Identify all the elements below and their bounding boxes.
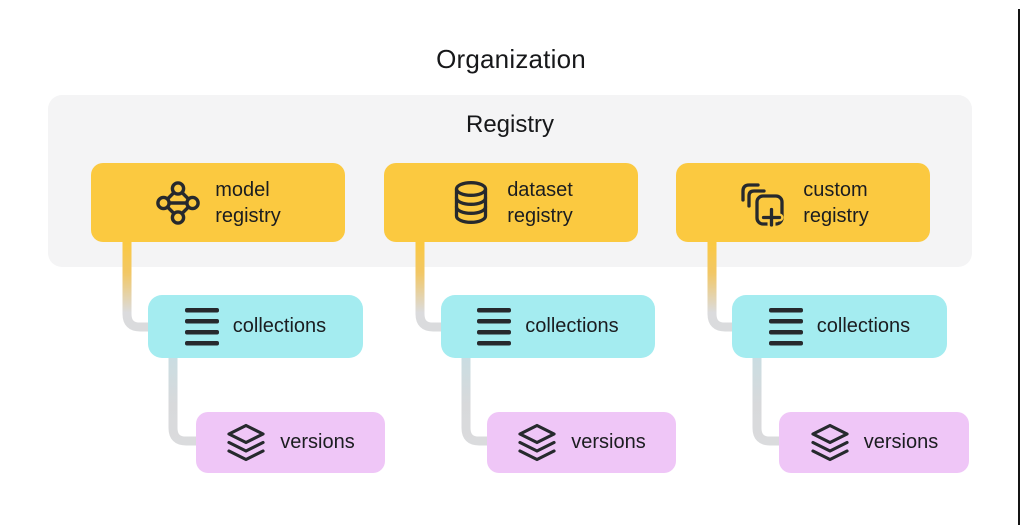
collections-icon: [184, 307, 219, 345]
custom-versions-box: versions: [779, 412, 969, 473]
model-registry-label: model registry: [215, 177, 281, 229]
custom-registry-box: custom registry: [676, 163, 930, 242]
collections-icon: [768, 307, 803, 345]
page-title: Organization: [436, 44, 586, 74]
model-registry-icon: [156, 180, 201, 225]
model-collections-box: collections: [148, 295, 363, 358]
model-versions-box: versions: [196, 412, 385, 473]
screen-edge-line: [1018, 9, 1020, 525]
custom-collections-box: collections: [732, 295, 947, 358]
custom-registry-icon: [741, 182, 784, 227]
dataset-versions-label: versions: [571, 431, 646, 453]
dataset-registry-label-line1: dataset: [507, 178, 573, 201]
model-registry-box: model registry: [91, 163, 345, 242]
registry-group-label: Registry: [465, 111, 555, 138]
dataset-collections-box: collections: [441, 295, 655, 358]
dataset-registry-label: dataset registry: [507, 177, 573, 229]
versions-icon: [811, 423, 849, 461]
custom-registry-label-line2: registry: [803, 204, 869, 227]
custom-collections-label: collections: [816, 315, 911, 337]
dataset-registry-icon: [455, 180, 488, 224]
model-registry-label-line2: registry: [215, 204, 281, 227]
versions-icon: [518, 423, 556, 461]
versions-icon: [227, 423, 265, 461]
model-collections-label: collections: [232, 315, 327, 337]
collections-icon: [477, 307, 512, 345]
custom-versions-label: versions: [863, 431, 939, 453]
dataset-collections-label: collections: [525, 315, 619, 337]
dataset-versions-box: versions: [487, 412, 676, 473]
dataset-registry-label-line2: registry: [507, 204, 573, 227]
model-versions-label: versions: [280, 431, 355, 453]
custom-registry-label: custom registry: [803, 177, 869, 229]
custom-registry-label-line1: custom: [803, 178, 868, 201]
model-registry-label-line1: model: [215, 178, 270, 201]
dataset-registry-box: dataset registry: [384, 163, 638, 242]
